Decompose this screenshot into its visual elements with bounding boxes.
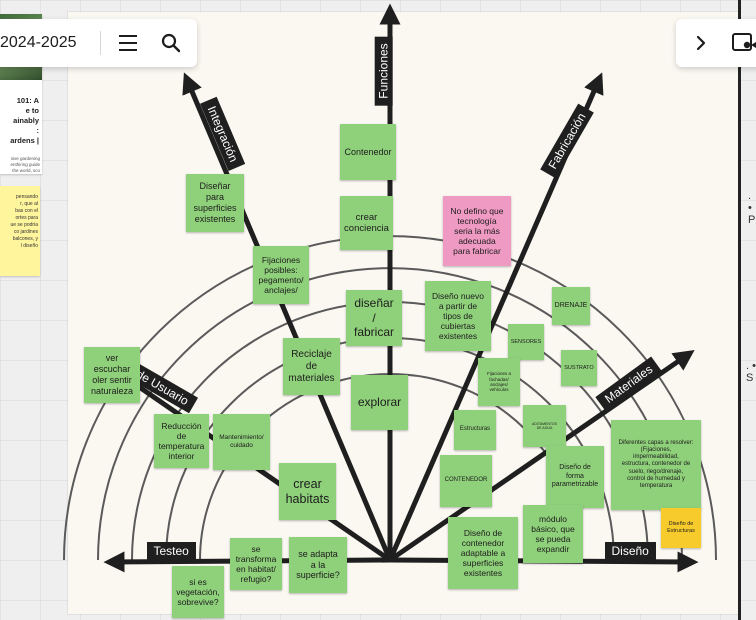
board-toolbar: 2024-2025	[0, 19, 197, 67]
sticky-note[interactable]: diseñar / fabricar	[346, 290, 402, 346]
sticky-note[interactable]: No defino que tecnología seria la más ad…	[443, 196, 511, 266]
axis-label: Funciones	[374, 36, 393, 106]
sticky-note[interactable]: Diferentes capas a resolver: (Fijaciones…	[611, 420, 701, 510]
search-icon[interactable]	[160, 32, 182, 54]
sticky-note[interactable]: Estructuras	[454, 410, 496, 450]
sticky-note[interactable]: ver escuchar oler sentir naturaleza	[84, 347, 140, 403]
axis-arrow-materiales	[388, 350, 695, 563]
side-sticky-note[interactable]: pensando r, que al bas con el ortes para…	[0, 186, 40, 276]
sticky-note[interactable]: Diseño de forma parametrizable	[546, 446, 604, 508]
sticky-note[interactable]: Fijaciones posibles: pegamento/ anclajes…	[253, 246, 309, 304]
axis-label: Diseño	[604, 542, 656, 560]
sticky-note[interactable]: módulo básico, que se pueda expandir	[523, 505, 583, 563]
sticky-note[interactable]: Fijaciones a fachadas/ anclajes/ vehícul…	[478, 358, 520, 406]
sticky-note[interactable]: Diseño nuevo a partir de tipos de cubier…	[425, 281, 491, 351]
sticky-note[interactable]: Diseño de Estructuras	[661, 508, 701, 548]
sticky-note[interactable]: CONTENEDOR	[440, 455, 492, 507]
sticky-note[interactable]: Contenedor	[340, 124, 396, 180]
frame-border	[738, 0, 741, 620]
sticky-note[interactable]: SUSTRATO	[561, 350, 597, 386]
sticky-note[interactable]: Reducción de temperatura interior	[154, 414, 209, 468]
sticky-note[interactable]: DRENAJE	[552, 287, 590, 325]
board-title[interactable]: 2024-2025	[0, 34, 77, 51]
sticky-note[interactable]: ADITAMENTOS DE AGUA	[523, 405, 566, 447]
reference-card-title: 101: A e to ainably : ardens |	[10, 96, 39, 145]
toolbar-divider	[100, 31, 101, 55]
sticky-note[interactable]: SENSORES	[508, 324, 544, 360]
menu-icon[interactable]	[118, 33, 140, 53]
sticky-note[interactable]: crear habitats	[279, 463, 336, 520]
sticky-note[interactable]: Diseño de contenedor adaptable a superfi…	[448, 517, 518, 589]
sticky-note[interactable]: Diseñar para superficies existentes	[186, 174, 244, 232]
chevron-right-icon[interactable]	[691, 33, 711, 53]
sticky-note[interactable]: crear conciencia	[340, 196, 393, 250]
edge-mark-2: . • S	[746, 360, 756, 384]
sticky-note[interactable]: se adapta a la superficie?	[289, 537, 347, 593]
sticky-note[interactable]: explorar	[351, 375, 408, 430]
sticky-note[interactable]: se transforma en habitat/ refugio?	[230, 538, 282, 590]
view-toolbar	[676, 19, 756, 67]
present-icon[interactable]	[731, 31, 756, 55]
sticky-note[interactable]: si es vegetación, sobrevive?	[172, 566, 224, 618]
side-sticky-note-text: pensando r, que al bas con el ortes para…	[10, 194, 38, 249]
reference-card-description: sive gardening enthiring guide the world…	[10, 156, 40, 173]
edge-mark-1: . • P	[748, 190, 756, 226]
sticky-note[interactable]: Mantenimiento/ cuidado	[213, 414, 270, 470]
sticky-note[interactable]: Reciclaje de materiales	[283, 338, 340, 395]
axis-label: Testeo	[146, 542, 196, 560]
axis-arrow-integraci-n	[182, 72, 393, 561]
